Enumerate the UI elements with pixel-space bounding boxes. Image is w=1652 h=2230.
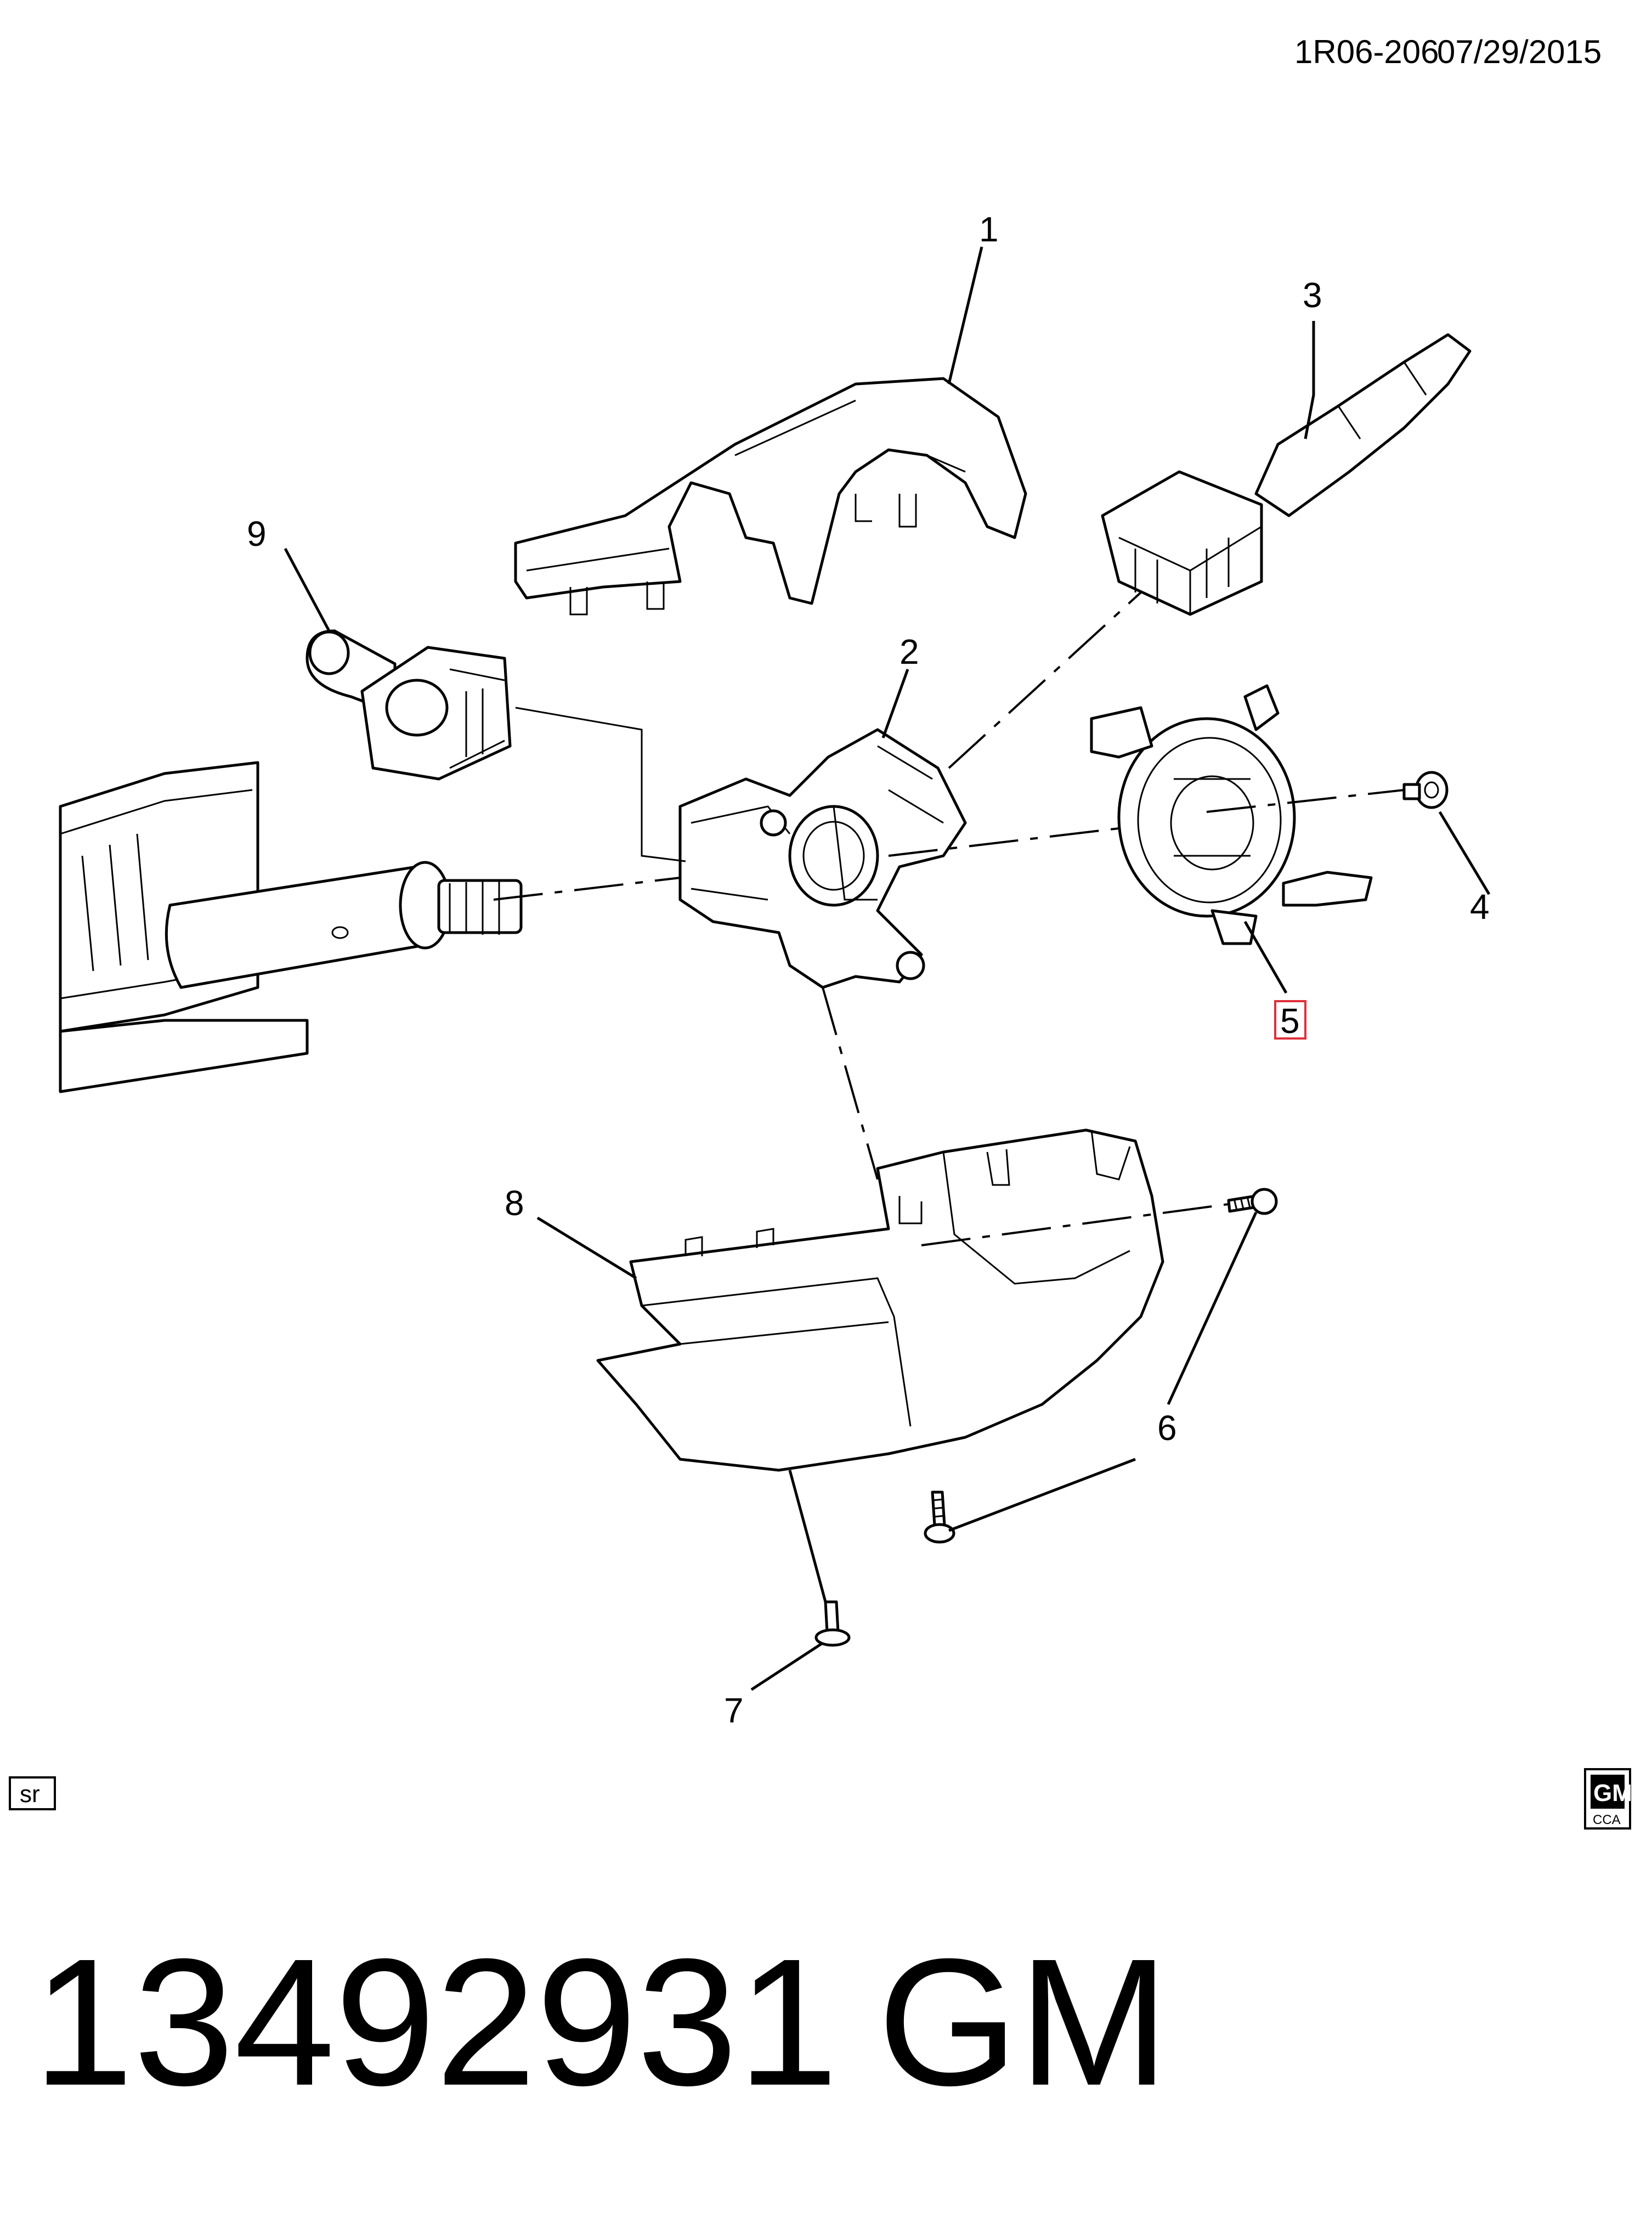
brand-name: GM bbox=[878, 1921, 1169, 2123]
callout-9: 9 bbox=[247, 514, 267, 554]
assembly-lines bbox=[493, 591, 1405, 1246]
svg-text:CCA: CCA bbox=[1593, 1813, 1621, 1827]
callout-3: 3 bbox=[1303, 275, 1322, 315]
screw-part-4 bbox=[1402, 771, 1449, 809]
diagram-code: 1R06-206 bbox=[1294, 33, 1439, 70]
callout-1: 1 bbox=[979, 210, 999, 249]
steering-column bbox=[59, 761, 523, 1093]
screw-part-6-lower bbox=[924, 1491, 955, 1544]
sr-tag: sr bbox=[9, 1776, 56, 1810]
part-number: 13492931 bbox=[33, 1921, 838, 2123]
leader-lines bbox=[284, 246, 1491, 1691]
callout-5-highlight bbox=[1274, 1000, 1306, 1040]
lower-trim-cover bbox=[596, 1128, 1164, 1472]
callout-7: 7 bbox=[724, 1691, 744, 1730]
screw-part-6-upper bbox=[1227, 1188, 1278, 1215]
turn-signal-switch-stalk bbox=[305, 629, 512, 781]
diagram-date: 07/29/2015 bbox=[1437, 33, 1602, 70]
screw-part-7 bbox=[814, 1600, 851, 1647]
svg-text:GM: GM bbox=[1593, 1780, 1632, 1806]
callout-4: 4 bbox=[1470, 887, 1490, 927]
clockspring-coil bbox=[1090, 684, 1373, 945]
switch-housing-assembly bbox=[678, 728, 967, 989]
callout-5: 5 bbox=[1280, 1001, 1300, 1041]
upper-trim-cover bbox=[514, 377, 1027, 616]
gm-cca-logo: GM CCA bbox=[1584, 1768, 1632, 1830]
svg-text:sr: sr bbox=[20, 1781, 40, 1808]
wiper-switch-stalk bbox=[1101, 333, 1472, 616]
callout-8: 8 bbox=[505, 1183, 524, 1223]
callout-6: 6 bbox=[1157, 1408, 1177, 1448]
callout-2: 2 bbox=[899, 632, 919, 671]
